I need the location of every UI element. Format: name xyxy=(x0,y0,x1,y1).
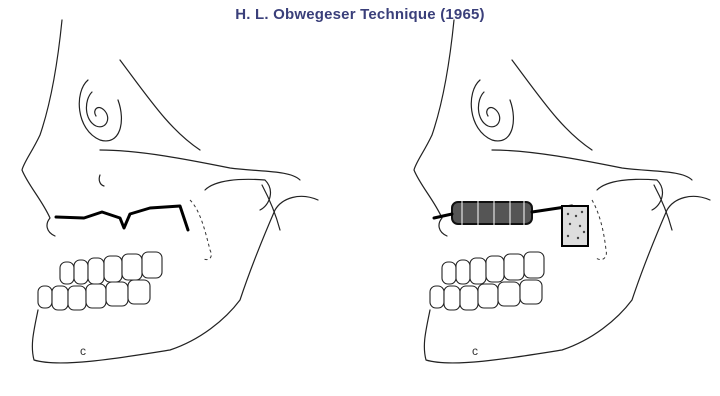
bone-graft xyxy=(562,206,588,246)
pterygoid-dashes xyxy=(190,200,211,260)
zygomatic-arch xyxy=(492,150,692,180)
lower-teeth xyxy=(38,280,150,310)
wired-segment xyxy=(452,202,532,224)
ear-outline xyxy=(86,92,107,127)
condyle xyxy=(597,179,662,210)
skull-drawing-left: c xyxy=(0,0,330,396)
cranial-base xyxy=(512,60,592,150)
upper-teeth xyxy=(60,252,162,284)
osteotomy-line xyxy=(56,206,188,230)
ear-outline xyxy=(478,92,499,127)
skull-drawing-right: c xyxy=(392,0,720,396)
small-mark xyxy=(99,175,104,186)
pterygoid-dashes xyxy=(592,200,606,260)
lower-teeth xyxy=(430,280,542,310)
upper-teeth xyxy=(442,252,544,284)
cranial-base xyxy=(120,60,200,150)
ear-outer xyxy=(471,80,513,141)
facial-profile xyxy=(414,20,454,236)
label-c: c xyxy=(80,344,86,358)
panel-preoperative: c xyxy=(0,0,330,396)
label-c: c xyxy=(472,344,478,358)
zygomatic-arch xyxy=(100,150,300,180)
condyle xyxy=(205,179,270,210)
facial-profile xyxy=(22,20,62,236)
ear-outer xyxy=(79,80,121,141)
panel-postoperative: c xyxy=(392,0,720,396)
